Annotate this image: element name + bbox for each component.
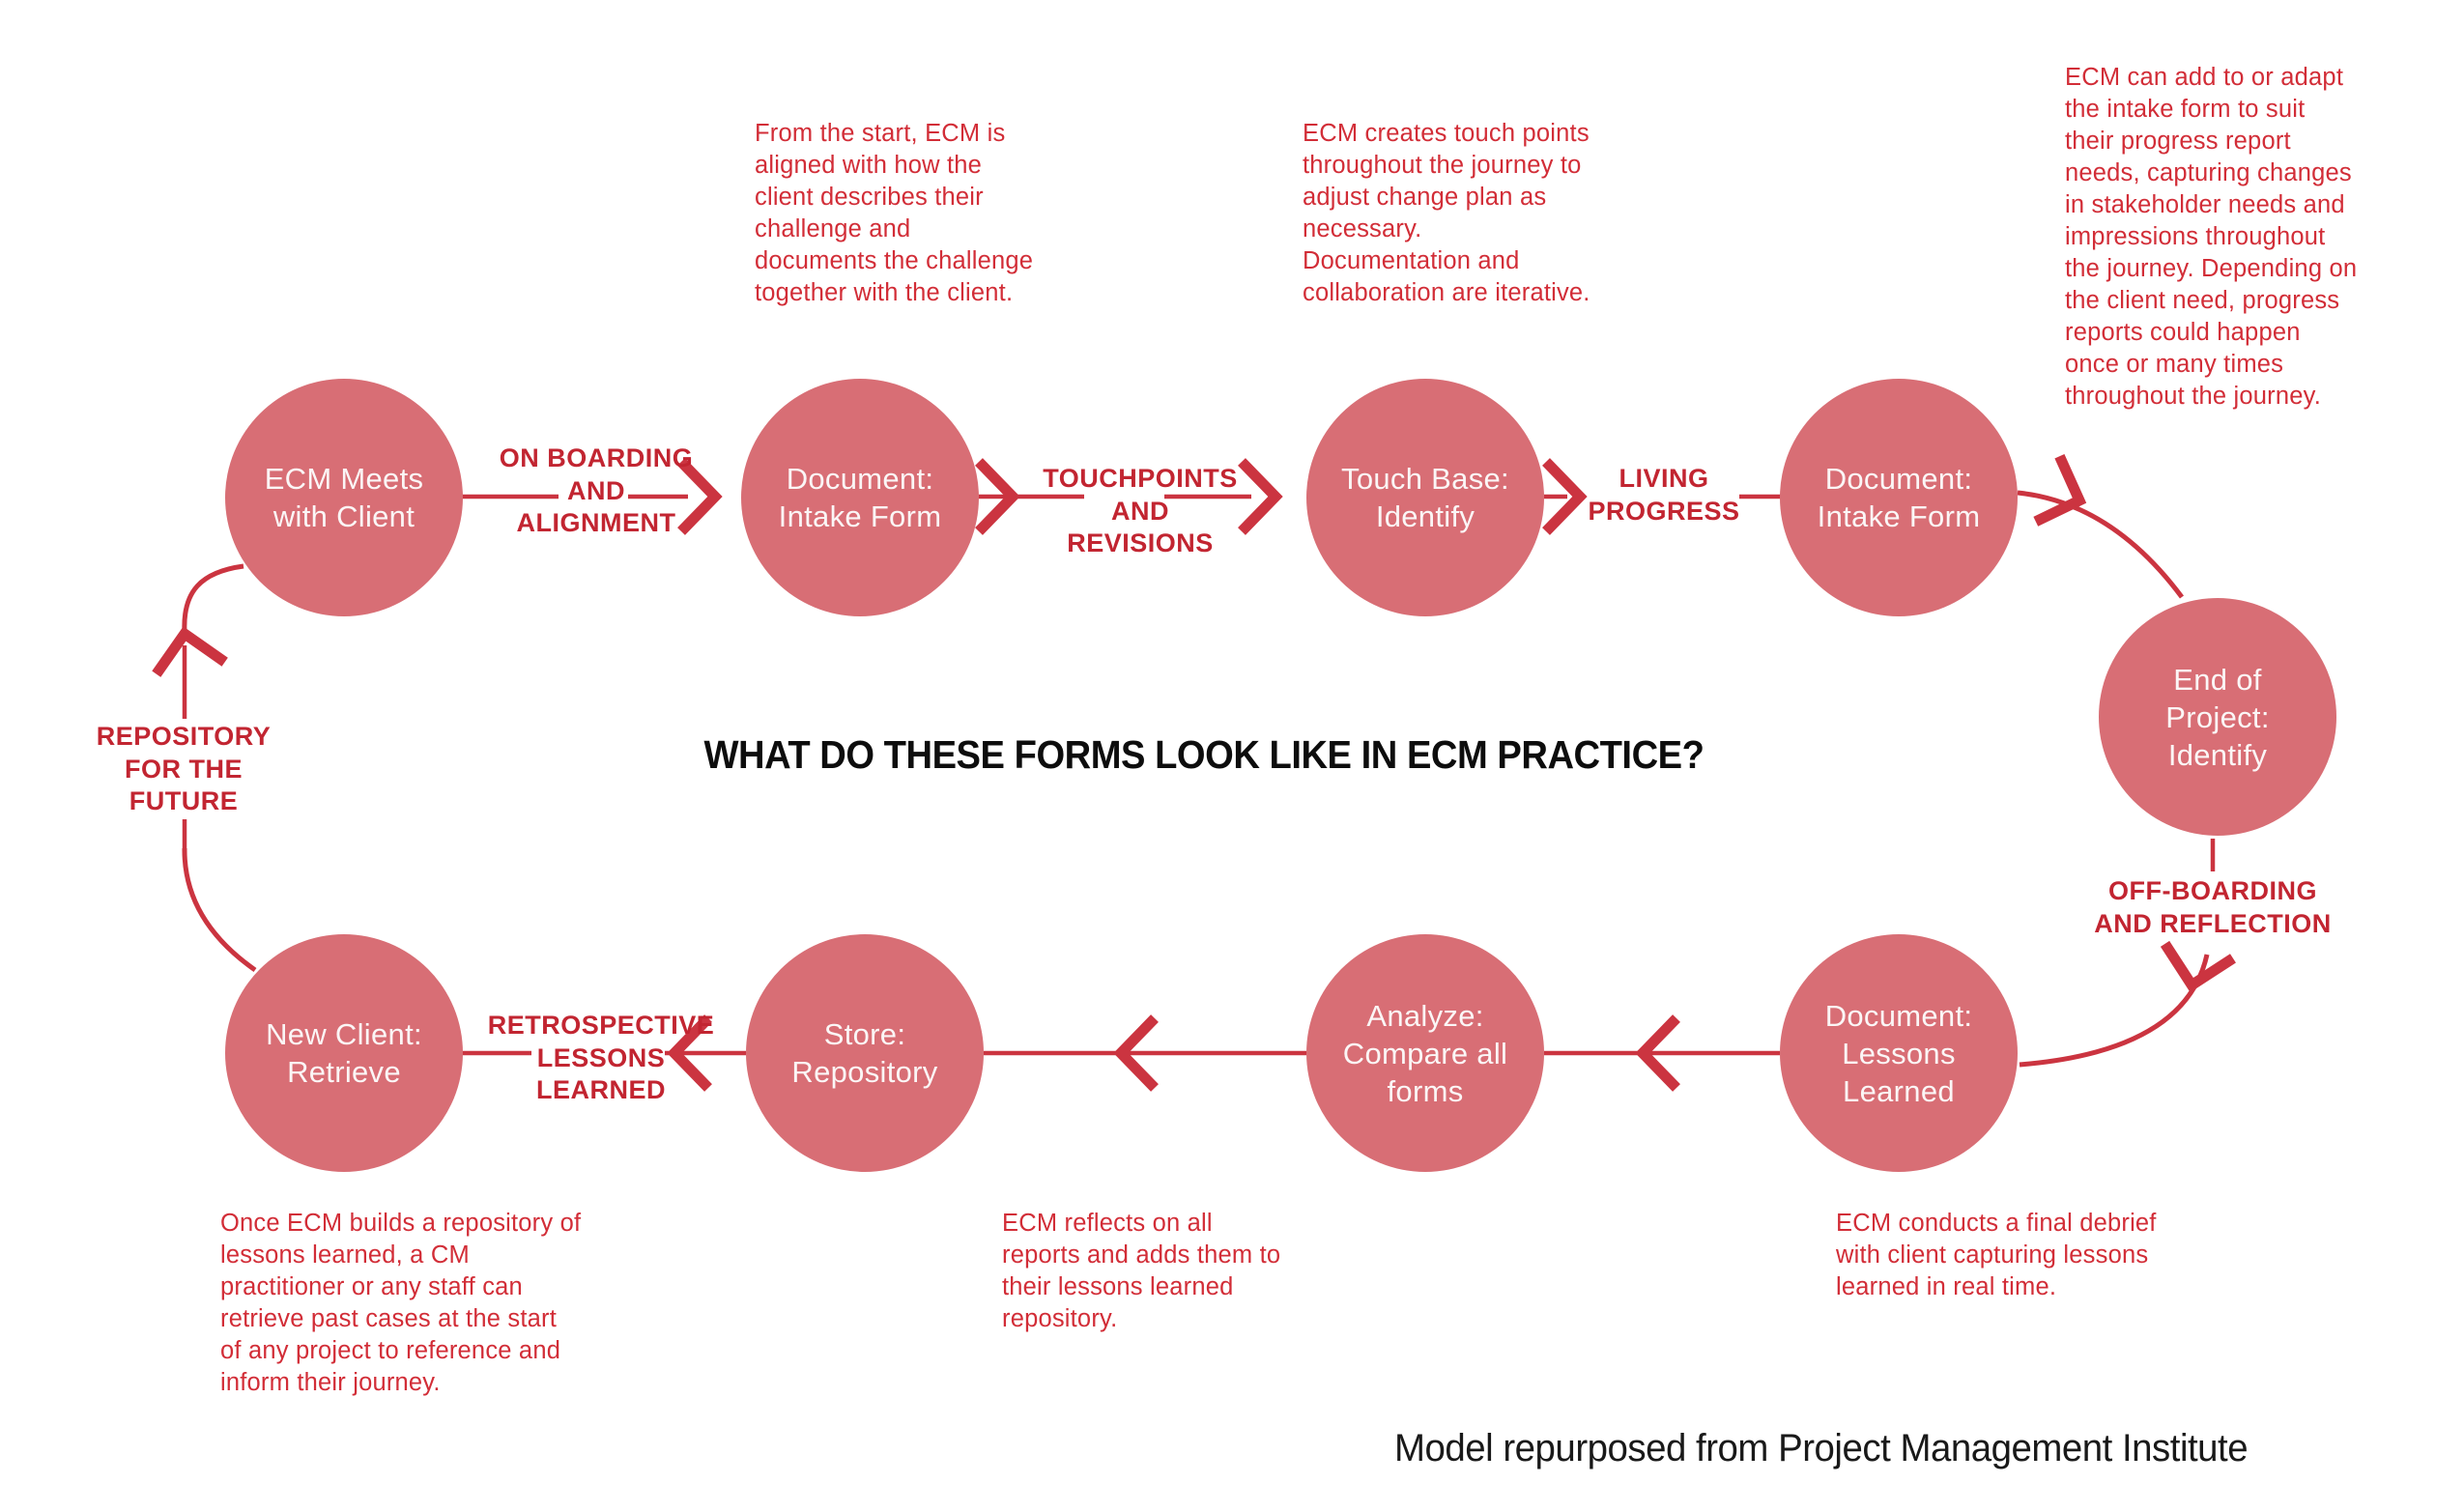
annotation-intake: From the start, ECM is aligned with how … [755,120,1034,306]
arrow-chevron-retrospective [667,1014,712,1092]
node-ecm-meets-with-client: ECM Meets with Client [225,379,463,616]
node-new-client-retrieve: New Client: Retrieve [225,934,463,1172]
arrow-chevron-living-progress [1542,458,1588,535]
annotation-reflects: ECM reflects on all reports and adds the… [1002,1210,1281,1332]
annotation-repository: Once ECM builds a repository of lessons … [220,1210,582,1396]
connector-label-repository-future: REPOSITORY FOR THE FUTURE [96,722,272,815]
arrow-chevron-onboarding [677,458,723,535]
annotation-progress-report: ECM can add to or adapt the intake form … [2065,64,2358,410]
connector-lines [182,494,2216,1056]
connector-label-touchpoints: TOUCHPOINTS AND REVISIONS [1043,464,1238,557]
node-document-intake-form-1: Document: Intake Form [741,379,979,616]
node-analyze-compare-all-forms: Analyze: Compare all forms [1306,934,1544,1172]
arrow-chevron-repository-up [152,626,228,677]
node-end-of-project-identify: End of Project: Identify [2099,598,2336,836]
connector-label-off-boarding: OFF-BOARDING AND REFLECTION [2094,876,2332,938]
arrow-chevron-off-boarding [2160,940,2236,993]
annotation-touchpoints: ECM creates touch points throughout the … [1303,120,1590,306]
arrow-chevron-touchpoints-in [975,458,1020,535]
credit-line: Model repurposed from Project Management… [1394,1427,2249,1469]
arrow-chevron-lessons-to-analyze [1635,1014,1680,1092]
arrow-chevron-touchpoints-out [1238,458,1283,535]
arrow-chevron-analyze-to-store [1113,1014,1159,1092]
connector-label-living-progress: LIVING PROGRESS [1588,464,1740,526]
node-touch-base-identify: Touch Base: Identify [1306,379,1544,616]
node-document-intake-form-2: Document: Intake Form [1780,379,2018,616]
node-store-repository: Store: Repository [746,934,984,1172]
annotation-debrief: ECM conducts a final debrief with client… [1836,1210,2157,1300]
connector-label-onboarding: ON BOARDING AND ALIGNMENT [499,443,694,537]
arrow-chevron-to-end-of-project [2033,453,2087,527]
page-title: WHAT DO THESE FORMS LOOK LIKE IN ECM PRA… [703,732,1705,777]
node-document-lessons-learned: Document: Lessons Learned [1780,934,2018,1172]
connector-label-retrospective: RETROSPECTIVE LESSONS LEARNED [487,1011,715,1104]
